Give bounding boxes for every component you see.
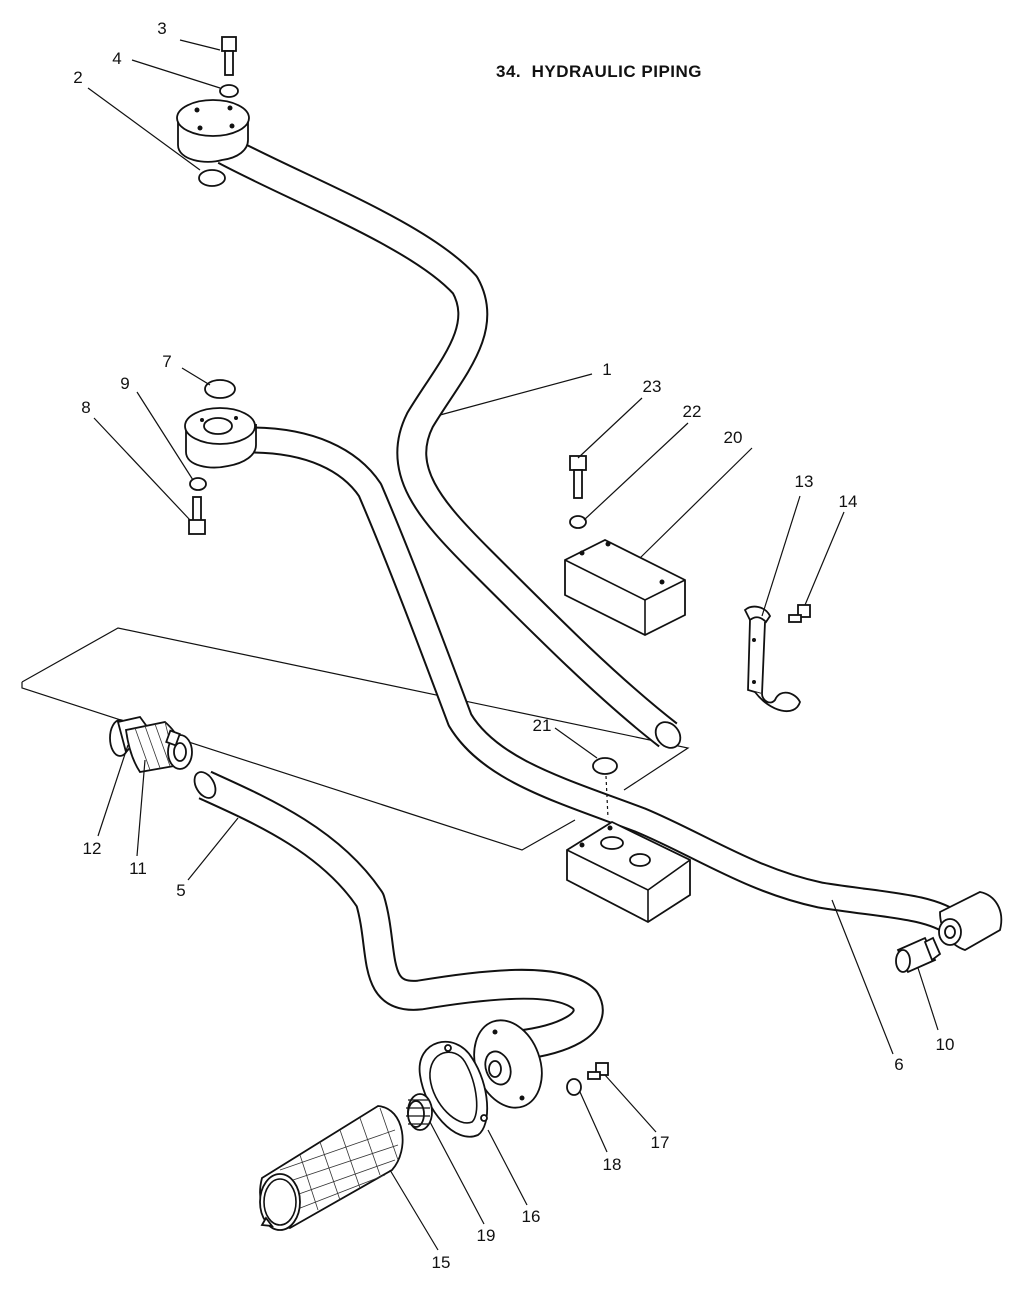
label-part-10: 10 [935,1035,955,1054]
label-part-13: 13 [794,472,814,491]
label-part-22: 22 [682,402,702,421]
label-part-21: 21 [532,716,552,735]
reference-plane [21,627,690,851]
label-part-17: 17 [650,1133,670,1152]
leader-lines [87,39,939,1251]
o-ring-7 [204,379,236,399]
o-ring-21 [592,757,618,775]
fitting-10 [895,936,942,974]
label-part-23: 23 [642,377,662,396]
bolt-23 [569,455,587,499]
block-20 [564,538,686,637]
label-part-16: 16 [521,1207,541,1226]
label-part-8: 8 [81,398,91,417]
pipe-1 [217,136,682,749]
pipe-6 [249,426,964,937]
washer-18 [566,1078,582,1096]
bolt-3 [221,36,237,76]
label-part-5: 5 [176,881,186,900]
label-part-3: 3 [157,19,167,38]
o-ring-2 [198,169,226,187]
washer-9 [189,477,207,491]
screw-17 [587,1062,609,1080]
label-part-12: 12 [82,839,102,858]
label-part-2: 2 [73,68,83,87]
pipe-6-elbow [938,891,1003,951]
label-part-1: 1 [602,360,612,379]
washer-22 [569,515,587,529]
label-part-14: 14 [838,492,858,511]
strainer-ring-19 [406,1093,433,1131]
washer-4 [219,84,239,98]
label-part-20: 20 [723,428,743,447]
label-part-9: 9 [120,374,130,393]
label-part-18: 18 [602,1155,622,1174]
label-part-15: 15 [431,1253,451,1272]
strainer-15 [259,1105,404,1231]
hose-fitting-11-12 [109,715,193,773]
pipe-5-flange [473,1019,543,1109]
bolt-8 [188,496,206,535]
gasket-16 [418,1041,489,1138]
label-part-11: 11 [129,859,147,878]
label-part-4: 4 [112,49,122,68]
diagram-title: 34. HYDRAULIC PIPING [496,62,703,81]
pipe-6-flange [184,407,257,469]
label-part-19: 19 [476,1226,496,1245]
label-part-7: 7 [162,352,172,371]
pipe-1-flange [176,99,250,163]
label-part-6: 6 [894,1055,904,1074]
manifold-block [566,820,691,924]
pipe-5 [193,770,604,1061]
screw-14 [788,604,811,623]
